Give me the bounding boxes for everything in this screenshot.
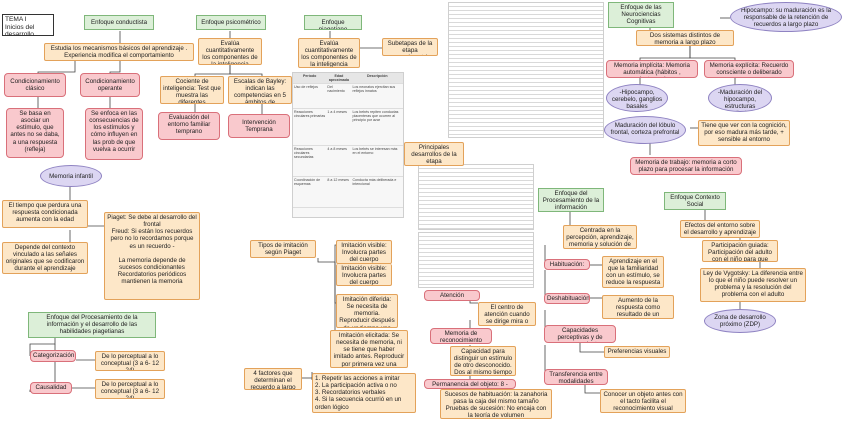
- evaluacion-entorno: Evaluación del entorno familiar temprano: [158, 112, 220, 140]
- table-head-edad: Edad aproximada: [326, 73, 352, 84]
- memoria-infantil-right: Piaget: Se debe al desarrollo del fronta…: [104, 212, 200, 300]
- table-row: Reacciones circulares secundarias 4 a 8 …: [293, 145, 403, 177]
- imitacion-elicitada: Imitación elicitada: Se necesita de memo…: [330, 330, 408, 368]
- implicita-estructuras: -Hipocampo, cerebelo, ganglios basales: [606, 84, 668, 112]
- causalidad-desc: De lo perceptual a lo conceptual (3 a 6-…: [95, 379, 165, 399]
- procesamiento-desc: Centrada en la percepción, aprendizaje, …: [563, 225, 637, 249]
- tipos-imitacion: Tipos de imitación según Piaget: [250, 240, 316, 258]
- atencion-conjunta: Atención conjunta:: [424, 290, 480, 301]
- deshabituacion-desc: Aumento de la respuesta como resultado d…: [602, 295, 674, 319]
- transferencia-desc: Conocer un objeto antes con el tacto fac…: [600, 389, 686, 413]
- categorizacion-label: Categorización: [30, 350, 76, 362]
- intervencion-temprana: Intervención Temprana: [228, 114, 290, 138]
- topic-title: TEMA I: [5, 16, 27, 23]
- memoria-infantil-bubble: Memoria infantil: [40, 165, 102, 187]
- principales-desarrollos: Principales desarrollos de la etapa sens…: [404, 142, 464, 166]
- conductista-desc: Estudia los mecanismos básicos del apren…: [44, 43, 194, 61]
- memoria-trabajo: Memoria de trabajo: memoria a corto plaz…: [630, 157, 742, 175]
- factores-lista: 1. Repetir las acciones a imitar 2. La p…: [312, 373, 416, 413]
- memoria-explicita: Memoria explícita: Recuerdo consciente o…: [704, 60, 794, 78]
- lobulo-frontal: Maduración del lóbulo frontal, corteza p…: [604, 116, 686, 144]
- imitacion-visible-1: Imitación visible: Involucra partes del …: [336, 240, 392, 264]
- table-head-descripcion: Descripción: [351, 73, 403, 84]
- conductista-header: Enfoque conductista: [84, 15, 154, 30]
- causalidad-label: Causalidad: [30, 382, 72, 394]
- memoria-infantil-left: El tiempo que perdura una respuesta cond…: [2, 200, 88, 228]
- habituacion-desc: Aprendizaje en el que la familiaridad co…: [602, 256, 664, 288]
- ley-vygotsky: Ley de Vygotsky: La diferencia entre lo …: [700, 268, 806, 302]
- memoria-implicita: Memoria implícita: Memoria automática (h…: [606, 60, 698, 78]
- table-row: Reacciones circulares primarias 1 a 4 me…: [293, 108, 403, 146]
- efectos-entorno: Efectos del entorno sobre el desarrollo …: [680, 220, 760, 238]
- psicometrico-desc: Evalúa cuantitativamente los componentes…: [198, 38, 262, 65]
- transferencia-modalidades: Transferencia entre modalidades: [544, 369, 608, 385]
- hipocampo-bubble: Hipocampo: su maduración es la responsab…: [730, 2, 842, 32]
- topic-title-box: TEMA I Inicios del desarrollo: [2, 14, 54, 36]
- memoria-reconocimiento: Memoria de reconocimiento visual: [430, 328, 492, 344]
- permanencia-objeto: Permanencia del objeto: 8 - 18m: [424, 379, 516, 389]
- topic-subtitle: Inicios del desarrollo: [5, 23, 35, 36]
- document-thumbnail-bottom: [418, 232, 534, 288]
- explicita-estructuras: -Maduración del hipocampo, estructuras c…: [708, 84, 772, 112]
- cociente-inteligencia: Cociente de inteligencia: Test que muest…: [160, 76, 224, 104]
- document-thumbnail-top: [448, 2, 604, 138]
- operante-desc: Se enfoca en las consecuencias de los es…: [85, 108, 143, 160]
- imitacion-diferida: Imitación diferida: Se necesita de memor…: [336, 294, 398, 328]
- atencion-conjunta-desc: El centro de atención cuando se dirige m…: [478, 302, 536, 326]
- capacidades-perceptivas: Capacidades perceptivas y de procesamien…: [544, 325, 616, 343]
- deshabituacion-label: Deshabituación: [544, 293, 590, 304]
- categorizacion-desc: De lo perceptual a lo conceptual (3 a 6-…: [95, 351, 165, 371]
- lobulo-frontal-desc: Tiene que ver con la cognición, por eso …: [698, 120, 790, 146]
- table-head-periodo: Período: [293, 73, 327, 84]
- clasico-desc: Se basa en asociar un estímulo, que ante…: [6, 108, 64, 158]
- memoria-reconocimiento-desc: Capacidad para distinguir un estímulo de…: [450, 346, 516, 376]
- habituacion-sucesos: Sucesos de habituación: la zanahoria pas…: [440, 389, 552, 419]
- piagetiano-header: Enfoque piagetiano: [304, 15, 362, 30]
- zona-desarrollo-proximo: Zona de desarrollo próximo (ZDP): [704, 309, 776, 333]
- subetapas-label: Subetapas de la etapa sensoriomotriz: [382, 38, 438, 56]
- piagetiano-desc: Evalúa cuantitativamente los componentes…: [298, 38, 360, 68]
- memoria-infantil-left2: Depende del contexto vinculado a las señ…: [2, 242, 88, 274]
- table-row: Coordinación de esquemas 8 a 12 meses Co…: [293, 176, 403, 208]
- imitacion-visible-2: Imitación visible: Involucra partes del …: [336, 264, 392, 286]
- psicometrico-header: Enfoque psicométrico: [196, 15, 266, 30]
- habituacion-label: Habituación:: [544, 259, 590, 270]
- subetapas-table: Período Edad aproximada Descripción Uso …: [292, 72, 404, 218]
- table-row: Uso de reflejos Del nacimiento Los neona…: [293, 83, 403, 109]
- escalas-bayley: Escalas de Bayley: indican las competenc…: [228, 76, 292, 104]
- dos-sistemas-memoria: Dos sistemas distintos de memoria a larg…: [636, 30, 734, 46]
- contexto-social-header: Enfoque Contexto Social: [664, 192, 726, 210]
- neurociencias-header: Enfoque de las Neurociencias Cognitivas: [608, 2, 674, 28]
- operante-label: Condicionamiento operante: [80, 73, 140, 97]
- factores-recuerdo: 4 factores que determinan el recuerdo a …: [244, 368, 302, 390]
- preferencias-visuales: Preferencias visuales: [604, 346, 670, 358]
- procesamiento-piagetianas-header: Enfoque del Procesamiento de la informac…: [28, 312, 156, 338]
- document-thumbnail-middle: [418, 164, 534, 230]
- procesamiento-header: Enfoque del Procesamiento de la informac…: [538, 188, 604, 212]
- clasico-label: Condicionamiento clásico: [4, 73, 66, 97]
- participacion-guiada: Participación guiada: Participación del …: [702, 240, 778, 262]
